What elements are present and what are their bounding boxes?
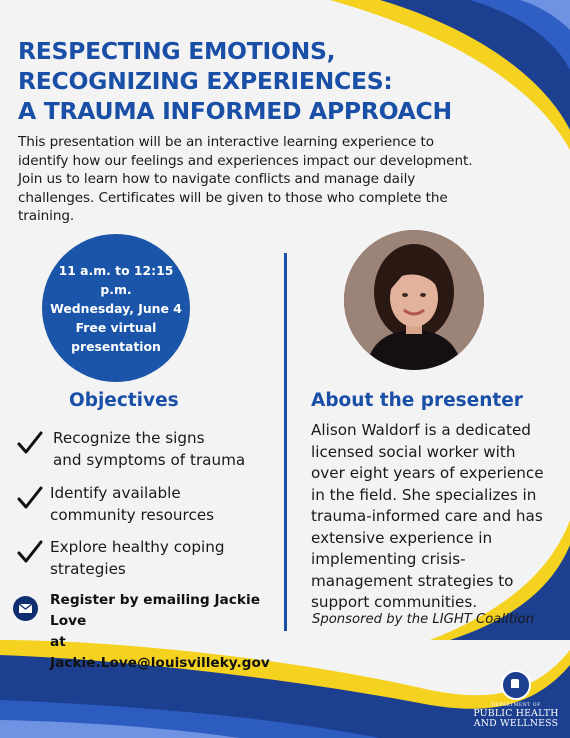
event-date: Wednesday, June 4 [50, 300, 182, 316]
seal-icon [501, 670, 531, 700]
event-time: 11 a.m. to 12:15 p.m. [58, 262, 174, 297]
check-icon [17, 540, 43, 563]
objective-line: Identify available [50, 484, 181, 502]
column-divider [284, 253, 287, 631]
title-line-2: RECOGNIZING EXPERIENCES: [18, 67, 393, 95]
check-icon [17, 486, 43, 509]
event-format-line-2: presentation [71, 338, 161, 354]
logo-line-2: PUBLIC HEALTH [473, 708, 559, 719]
department-logo: DEPARTMENT OF PUBLIC HEALTH AND WELLNESS [470, 670, 562, 729]
intro-paragraph: This presentation will be an interactive… [18, 134, 473, 224]
title-line-1: RESPECTING EMOTIONS, [18, 37, 336, 65]
event-details-circle: 11 a.m. to 12:15 p.m. Wednesday, June 4 … [42, 234, 190, 382]
title-line-3: A TRAUMA INFORMED APPROACH [18, 97, 452, 125]
poster-title: RESPECTING EMOTIONS, RECOGNIZING EXPERIE… [18, 36, 488, 126]
sponsor-line: Sponsored by the LIGHT Coalition [312, 612, 534, 627]
check-icon [17, 431, 43, 454]
presenter-bio: Alison Waldorf is a dedicated licensed s… [311, 421, 544, 611]
mail-icon [13, 596, 38, 621]
about-presenter-heading: About the presenter [311, 390, 523, 411]
objective-line: and symptoms of trauma [53, 450, 246, 469]
objective-line: strategies [50, 559, 126, 578]
register-line: Register by emailing Jackie Love [50, 592, 260, 629]
register-email[interactable]: at Jackie.Love@louisvilleky.gov [50, 634, 270, 671]
objective-line: community resources [50, 505, 215, 524]
objectives-heading: Objectives [69, 390, 179, 411]
logo-line-1: DEPARTMENT OF [491, 703, 541, 708]
objective-line: Explore healthy coping [50, 538, 225, 556]
logo-line-3: AND WELLNESS [473, 718, 559, 729]
event-format-line-1: Free virtual [75, 319, 157, 335]
objective-line: Recognize the signs [53, 429, 205, 447]
presenter-photo [344, 230, 484, 370]
